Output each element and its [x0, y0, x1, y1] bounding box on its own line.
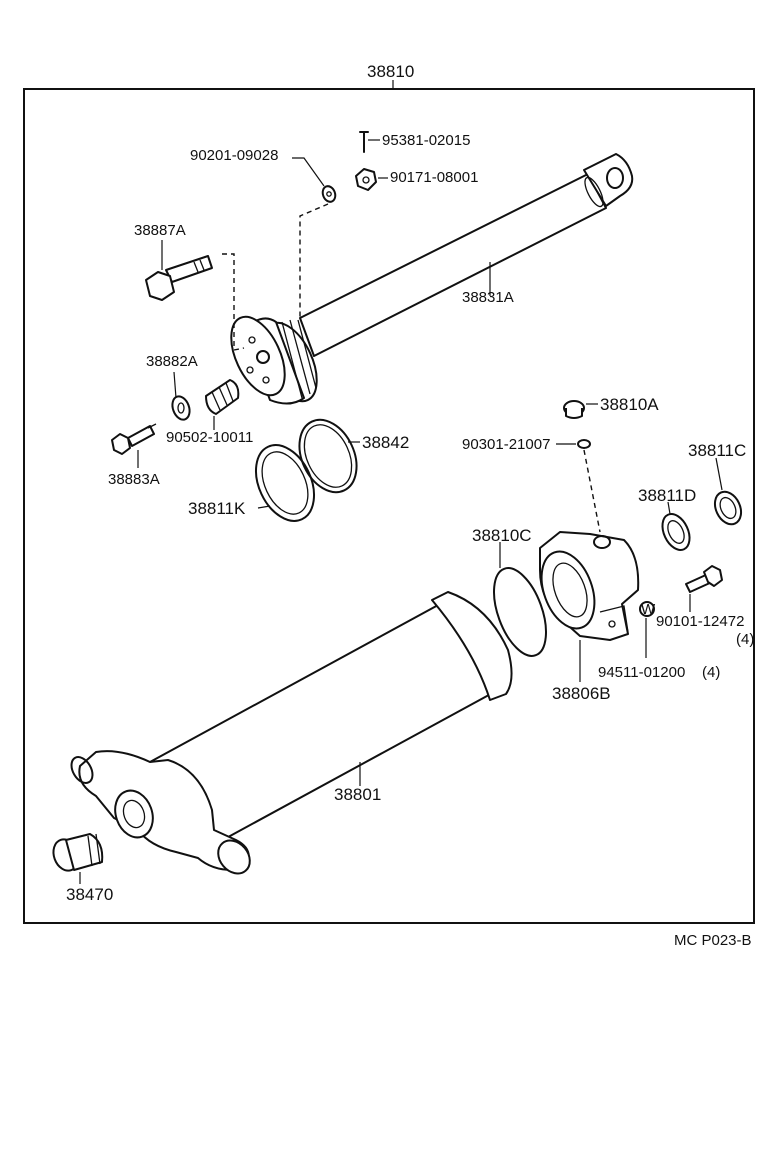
ring-38811K-part — [254, 444, 316, 522]
part-label-90171-08001: 90171-08001 — [390, 169, 478, 186]
part-label-94511-01200: 94511-01200 — [598, 664, 685, 681]
bolt-90101-12472-part — [685, 565, 723, 593]
figure-code: MC P023-B — [674, 932, 752, 949]
part-label-38811K: 38811K — [188, 499, 246, 518]
part-label-38883A: 38883A — [108, 471, 160, 488]
cotter-pin-part — [359, 131, 369, 153]
part-label-38470: 38470 — [66, 885, 113, 904]
bolt-38883A-part — [111, 423, 157, 455]
ring-38811C-part — [713, 490, 743, 526]
part-label-38887A: 38887A — [134, 222, 186, 239]
part-label-38882A: 38882A — [146, 353, 198, 370]
part-label-38811C: 38811C — [688, 441, 746, 460]
bushing-38882A-part — [171, 395, 191, 421]
cylinder-38801-part — [70, 591, 513, 875]
plug-38470-part — [52, 833, 104, 872]
part-label-38801: 38801 — [334, 785, 381, 804]
svg-text:W: W — [641, 601, 656, 618]
part-label-90301-21007: 90301-21007 — [462, 436, 550, 453]
part-label-90101-12472: 90101-12472 — [656, 613, 744, 630]
end-housing-38806B-part — [539, 531, 640, 641]
part-label-38810A: 38810A — [600, 395, 659, 414]
part-label-90502-10011: 90502-10011 — [166, 429, 253, 446]
o-ring-90301-part — [577, 439, 591, 449]
assembly-number: 38810 — [367, 62, 414, 81]
part-qty-94511-01200: (4) — [702, 664, 720, 681]
boot-90502-10011-part — [205, 379, 240, 415]
ring-38811D-part — [661, 513, 691, 551]
ring-38842-part — [298, 418, 358, 494]
gasket-38810C-part — [493, 567, 547, 657]
part-qty-90101-12472: (4) — [736, 631, 754, 648]
part-label-38842: 38842 — [362, 433, 409, 452]
part-label-38810C: 38810C — [472, 526, 532, 545]
washer-94511-01200-part: W — [639, 601, 656, 618]
diagram-frame — [23, 88, 755, 924]
piston-rod-part — [230, 153, 634, 405]
part-label-90201-09028: 90201-09028 — [190, 147, 278, 164]
castle-nut-part — [355, 168, 377, 191]
part-label-38811D: 38811D — [638, 486, 696, 505]
part-label-38806B: 38806B — [552, 684, 611, 703]
washer-part — [321, 185, 337, 203]
bolt-38887A-part — [145, 255, 213, 301]
part-label-38831A: 38831A — [462, 289, 514, 306]
plug-38810A-part — [563, 400, 585, 419]
part-label-95381-02015: 95381-02015 — [382, 132, 470, 149]
